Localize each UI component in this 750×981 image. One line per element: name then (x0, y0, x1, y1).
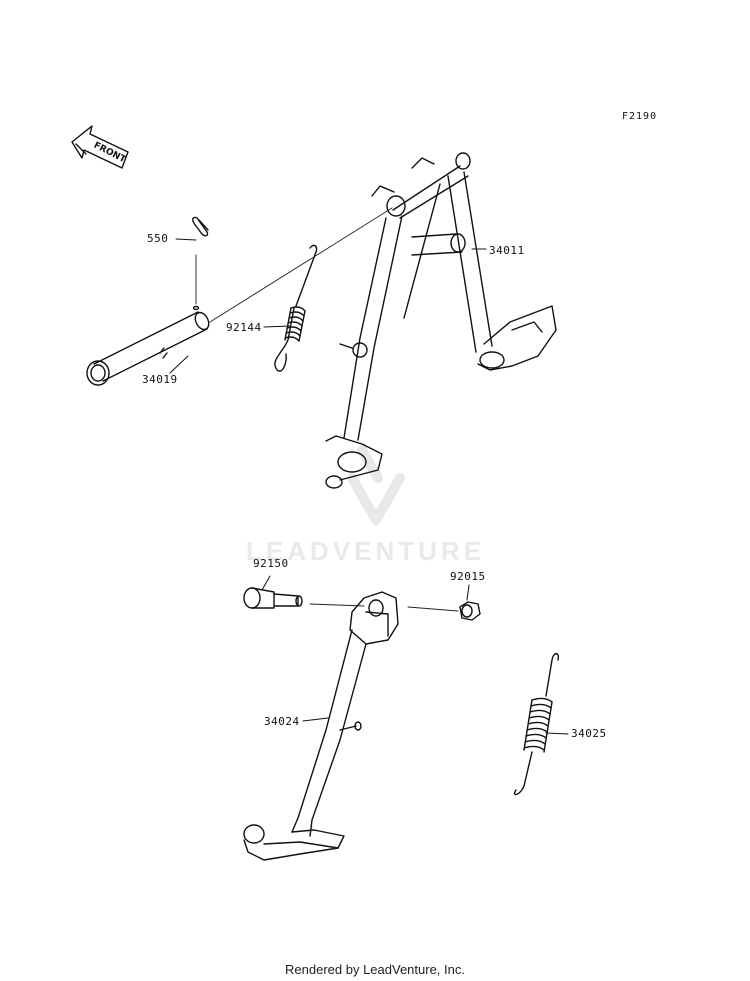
nut (459, 601, 481, 621)
part-label-92015[interactable]: 92015 (450, 570, 486, 583)
watermark-logo (347, 445, 405, 525)
part-label-550[interactable]: 550 (147, 232, 169, 245)
center-stand (325, 152, 557, 489)
part-label-34025[interactable]: 34025 (571, 727, 607, 740)
pivot-bolt (243, 587, 303, 609)
spring-92144 (274, 244, 318, 372)
pivot-shaft (86, 305, 210, 386)
diagram-code: F2190 (622, 111, 658, 122)
leader-lines (169, 238, 569, 735)
part-label-34011[interactable]: 34011 (489, 244, 525, 257)
cotter-pin (192, 216, 209, 237)
part-label-34024[interactable]: 34024 (264, 715, 300, 728)
part-label-34019[interactable]: 34019 (142, 373, 178, 386)
side-stand (243, 591, 399, 861)
alignment-lines (195, 207, 459, 612)
spring-34025 (513, 652, 560, 796)
part-label-92150[interactable]: 92150 (253, 557, 289, 570)
front-arrow-icon (71, 125, 129, 169)
watermark: LEADVENTURE (246, 536, 486, 566)
footer-credit: Rendered by LeadVenture, Inc. (285, 962, 465, 977)
part-label-92144[interactable]: 92144 (226, 321, 262, 334)
